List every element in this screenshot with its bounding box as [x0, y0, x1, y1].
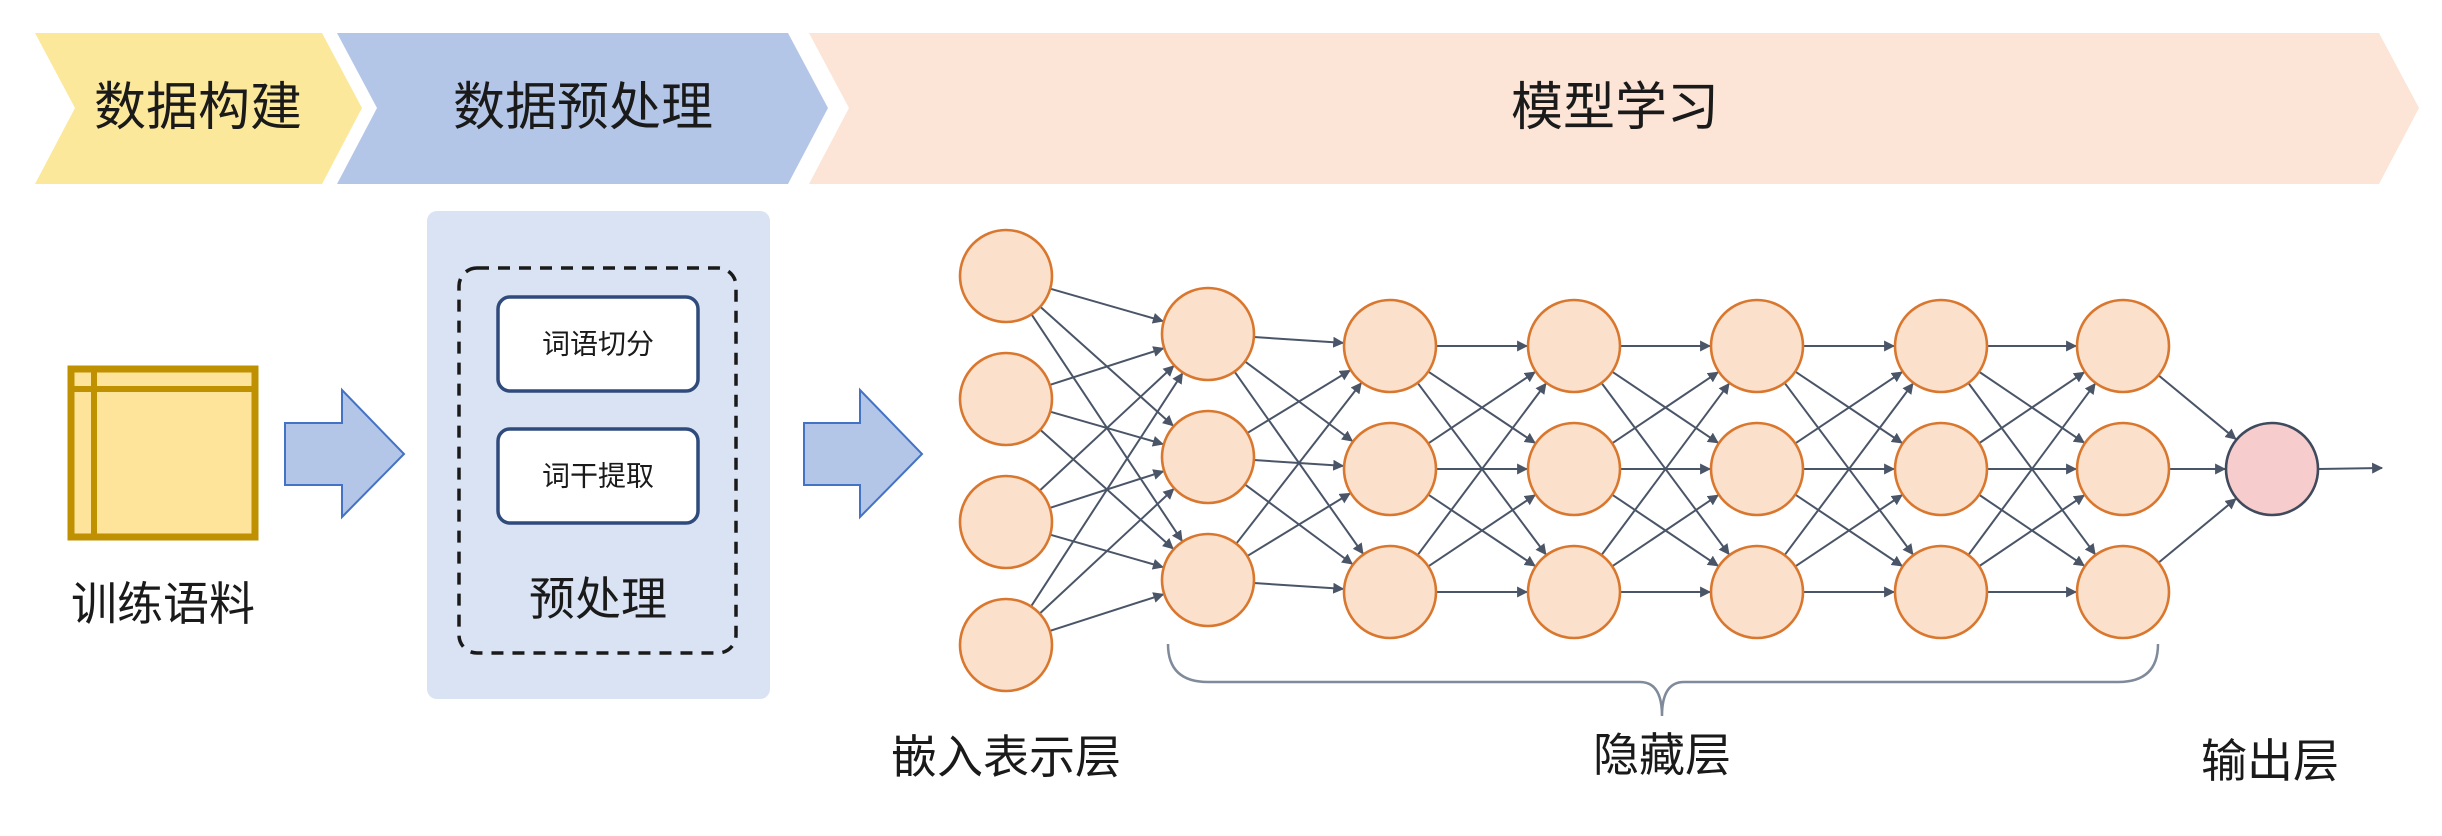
table-icon [67, 365, 259, 541]
connection-edge [1030, 372, 1184, 607]
hidden-3-node [1526, 544, 1622, 640]
hidden-1-node [1160, 409, 1256, 505]
connection-edge [1978, 494, 2085, 568]
hidden-5-node [1893, 421, 1989, 517]
step-label-word-segmentation: 词语切分 [542, 328, 654, 361]
connection-edge [1794, 494, 1903, 568]
hidden-layer-brace [1166, 643, 2160, 717]
preprocess-label: 预处理 [529, 572, 667, 626]
output-arrow [2317, 462, 2384, 474]
connection-edge [1049, 287, 1164, 324]
connection-edge [1253, 582, 1345, 594]
corpus-block: 训练语料 [67, 365, 259, 631]
hidden-2-node [1342, 544, 1438, 640]
connection-edge [1049, 346, 1165, 386]
network-connections [1030, 287, 2384, 632]
stage-chevron-data-build [35, 33, 362, 184]
hidden-4-node [1709, 298, 1805, 394]
connection-edge [1611, 494, 1719, 568]
hidden-4-node [1709, 421, 1805, 517]
stage-banner: 数据构建 数据预处理 模型学习 [35, 33, 2419, 184]
hidden-3-node [1526, 298, 1622, 394]
connection-edge [1427, 371, 1536, 445]
connection-edge [2157, 498, 2237, 564]
connection-edge [1427, 494, 1536, 568]
connection-edge [1611, 371, 1719, 445]
connection-edge [1246, 492, 1351, 557]
stage-chevron-preprocess [337, 33, 828, 184]
connection-edge [1049, 592, 1165, 632]
connection-edge [1416, 382, 1547, 556]
output-layer-label: 输出层 [2201, 734, 2339, 788]
flow-arrow-icon-2 [803, 387, 924, 520]
embedding-layer-label: 嵌入表示层 [891, 730, 1121, 784]
connection-edge [1783, 382, 1914, 556]
hidden-2-node [1342, 421, 1438, 517]
hidden-5-node [1893, 544, 1989, 640]
hidden-6-node [2075, 421, 2171, 517]
stage-label-model-learning: 模型学习 [1511, 78, 1719, 138]
stage-chevron-model-learning [809, 33, 2419, 184]
stage-label-data-build: 数据构建 [94, 78, 302, 138]
output-node [2224, 421, 2320, 517]
hidden-2-node [1342, 298, 1438, 394]
hidden-6-node [2075, 298, 2171, 394]
embedding-node [958, 351, 1054, 447]
hidden-5-node [1893, 298, 1989, 394]
hidden-6-node [2075, 544, 2171, 640]
step-label-stemming: 词干提取 [542, 460, 654, 493]
step-box-stemming [496, 427, 700, 525]
hidden-layer-label: 隐藏层 [1593, 728, 1731, 782]
network-nodes [958, 228, 2320, 693]
step-box-word-segmentation [496, 295, 700, 393]
hidden-3-node [1526, 421, 1622, 517]
connection-edge [2157, 374, 2237, 440]
connection-edge [1038, 488, 1175, 615]
hidden-4-node [1709, 544, 1805, 640]
preprocess-panel: 词语切分 词干提取 预处理 [427, 211, 770, 699]
stage-label-preprocess: 数据预处理 [453, 78, 713, 138]
connection-edge [1600, 382, 1730, 556]
flow-arrow-icon-1 [284, 387, 406, 520]
connection-edge [1246, 369, 1351, 434]
connection-edge [1794, 371, 1903, 445]
embedding-node [958, 597, 1054, 693]
connection-edge [1978, 371, 2085, 445]
corpus-label: 训练语料 [71, 577, 255, 631]
connection-edge [1235, 382, 1362, 545]
preprocess-dashed-group [457, 266, 738, 655]
hidden-1-node [1160, 532, 1256, 628]
connection-edge [1967, 382, 2096, 556]
embedding-node [958, 474, 1054, 570]
connection-edge [1253, 336, 1345, 348]
embedding-node [958, 228, 1054, 324]
hidden-1-node [1160, 286, 1256, 382]
connection-edge [1038, 365, 1175, 492]
